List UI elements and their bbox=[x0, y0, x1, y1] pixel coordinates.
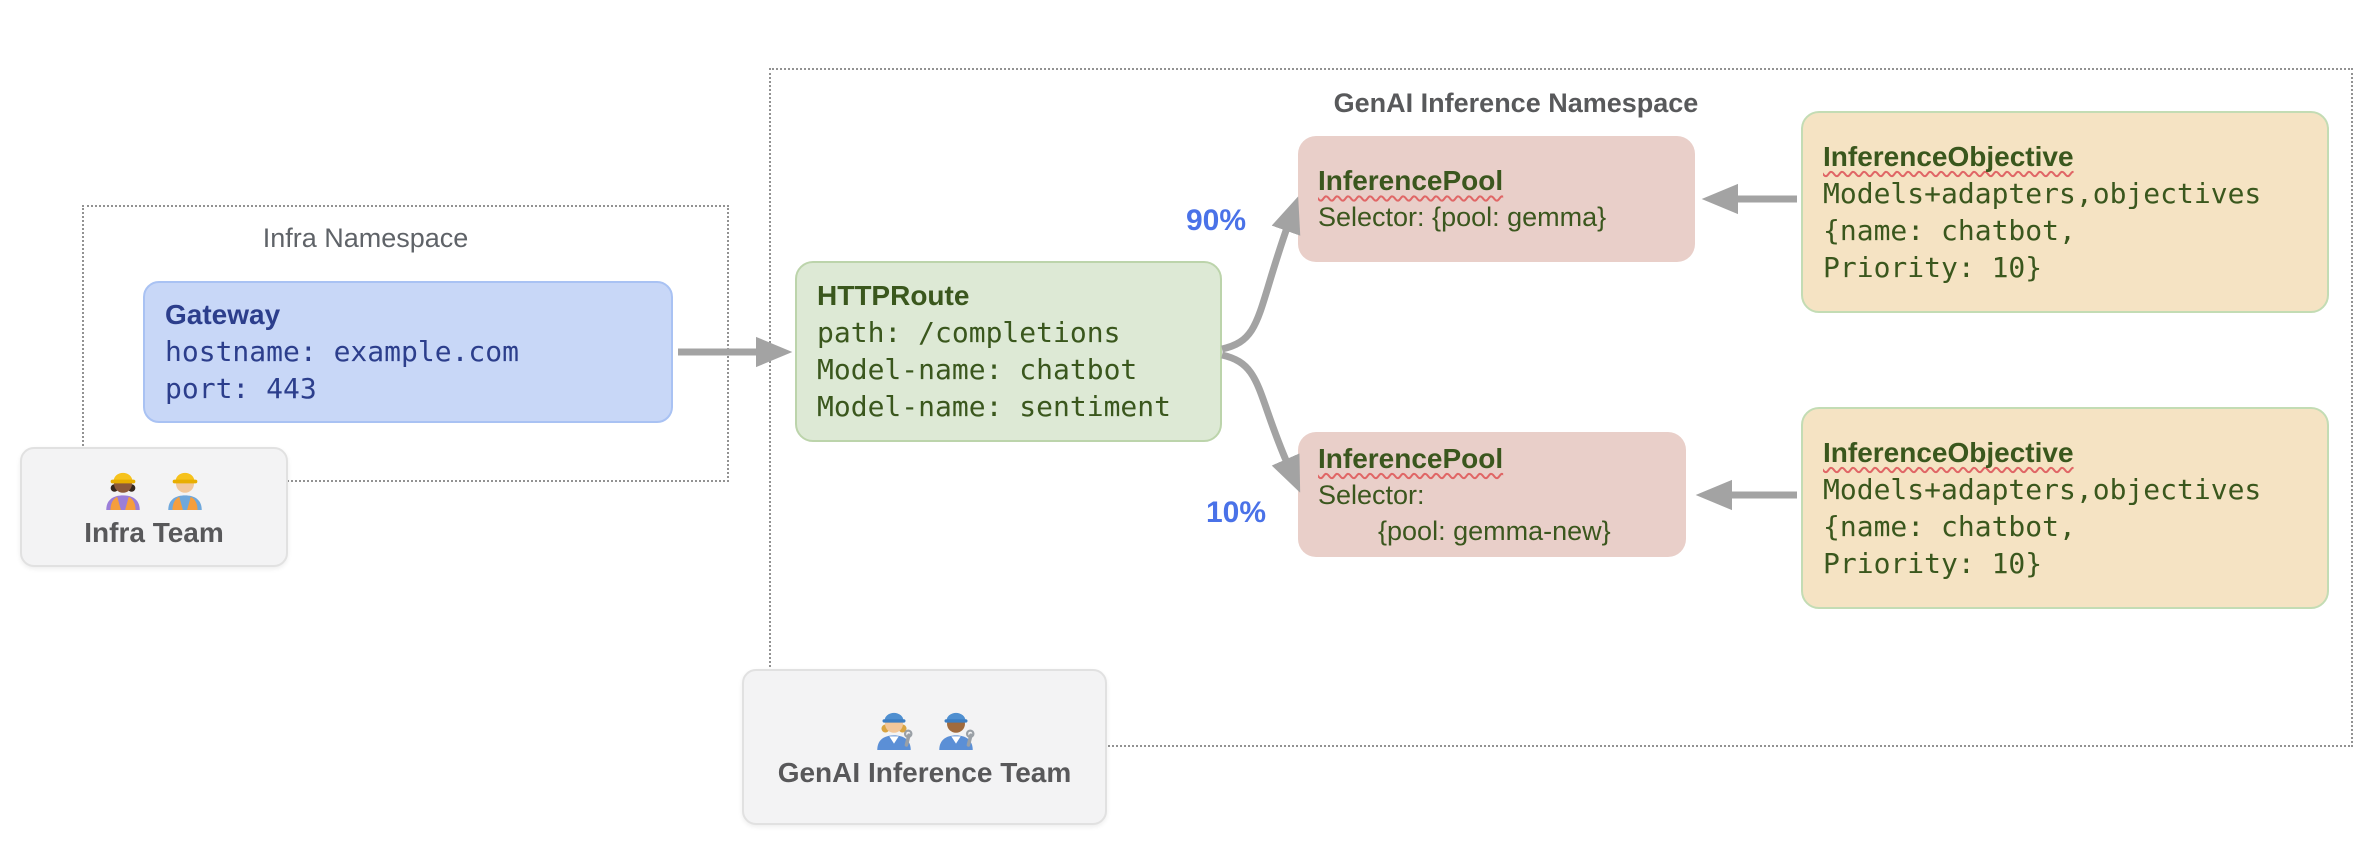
inference-objective-top-models-line: Models+adapters,objectives bbox=[1823, 176, 2262, 210]
genai-team-label: GenAI Inference Team bbox=[777, 757, 1072, 788]
inference-objective-top-priority-line: Priority: 10} bbox=[1823, 250, 2043, 284]
infra-namespace-title: Infra Namespace bbox=[262, 223, 469, 253]
genai-team-card: GenAI Inference Team bbox=[742, 669, 1107, 825]
httproute-path-line: path: /completions bbox=[817, 316, 1121, 349]
httproute-node: HTTPRoute path: /completions Model-name:… bbox=[795, 261, 1222, 442]
inference-objective-bottom-priority-line: Priority: 10} bbox=[1823, 546, 2043, 580]
inference-objective-bottom-name-line: {name: chatbot, bbox=[1823, 509, 2076, 543]
inference-objective-top-name-line: {name: chatbot, bbox=[1823, 213, 2076, 247]
inference-pool-bottom-title: InferencePool bbox=[1318, 442, 1504, 474]
httproute-title: HTTPRoute bbox=[817, 280, 970, 311]
gateway-node: Gateway hostname: example.com port: 443 bbox=[143, 281, 673, 423]
split-10-percent-label: 10% bbox=[1206, 496, 1267, 529]
woman-mechanic-icon bbox=[876, 712, 913, 750]
inference-pool-bottom-node: InferencePool Selector: {pool: gemma-new… bbox=[1298, 432, 1686, 557]
infra-team-label: Infra Team bbox=[84, 517, 224, 548]
inference-pool-bottom-pool-line: {pool: gemma-new} bbox=[1318, 515, 1611, 546]
inference-objective-top-node: InferenceObjective Models+adapters,objec… bbox=[1801, 111, 2329, 313]
man-mechanic-icon bbox=[938, 712, 975, 750]
inference-pool-top-selector-line: Selector: {pool: gemma} bbox=[1318, 202, 1607, 232]
inference-objective-bottom-title: InferenceObjective bbox=[1823, 436, 2074, 468]
genai-namespace-title: GenAI Inference Namespace bbox=[1333, 88, 1699, 118]
woman-construction-worker-icon bbox=[106, 472, 140, 510]
gateway-title: Gateway bbox=[165, 299, 281, 330]
inference-pool-bottom-selector-line: Selector: bbox=[1318, 479, 1425, 510]
genai-namespace-container: GenAI Inference Namespace bbox=[769, 68, 2353, 747]
inference-objective-bottom-models-line: Models+adapters,objectives bbox=[1823, 472, 2262, 506]
infra-namespace-container: Infra Namespace bbox=[82, 205, 729, 482]
inference-pool-top-node: InferencePool Selector: {pool: gemma} bbox=[1298, 136, 1695, 262]
inference-objective-top-title: InferenceObjective bbox=[1823, 140, 2074, 172]
man-construction-worker-icon bbox=[168, 472, 202, 510]
infra-team-icons bbox=[100, 465, 208, 511]
split-90-percent-label: 90% bbox=[1186, 204, 1247, 237]
infra-team-card: Infra Team bbox=[20, 447, 288, 567]
genai-team-icons bbox=[871, 705, 979, 751]
httproute-model-chatbot-line: Model-name: chatbot bbox=[817, 353, 1138, 386]
gateway-hostname-line: hostname: example.com bbox=[165, 335, 520, 368]
inference-objective-bottom-node: InferenceObjective Models+adapters,objec… bbox=[1801, 407, 2329, 609]
httproute-model-sentiment-line: Model-name: sentiment bbox=[817, 390, 1172, 423]
inference-pool-top-title: InferencePool bbox=[1318, 165, 1504, 196]
gateway-port-line: port: 443 bbox=[165, 372, 317, 405]
